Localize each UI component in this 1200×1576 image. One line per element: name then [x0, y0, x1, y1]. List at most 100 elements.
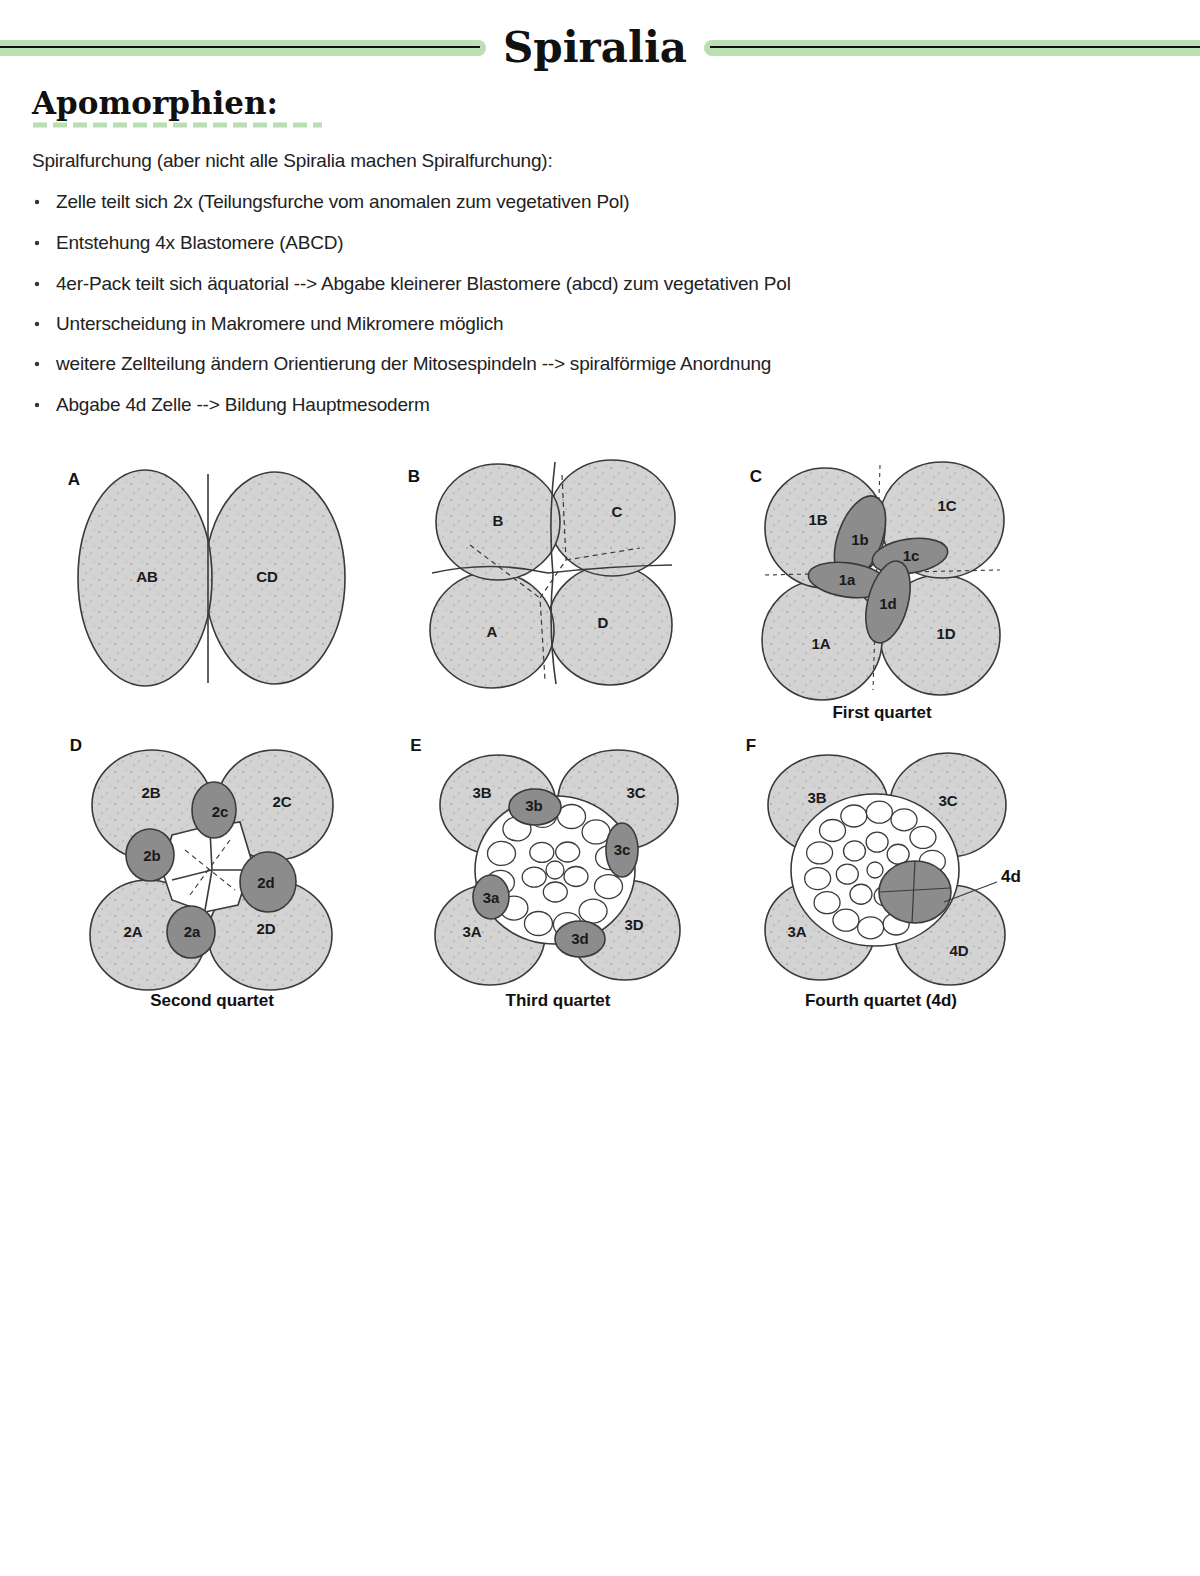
cell-name: 3a — [483, 890, 500, 907]
panel-letter: C — [750, 467, 762, 487]
cell-name: 3b — [525, 798, 543, 815]
cell-name: C — [612, 504, 623, 521]
cell-name: 1d — [879, 596, 897, 613]
cell-label-box: 2A — [121, 923, 144, 942]
cell-name: 1a — [839, 572, 856, 589]
cell-label-box: B — [491, 512, 506, 531]
panel-letter: F — [746, 736, 756, 756]
cell-name: D — [598, 615, 609, 632]
cell-name: 3B — [472, 785, 491, 802]
cell-name: 3C — [938, 793, 957, 810]
bullet-text: Abgabe 4d Zelle --> Bildung Hauptmesoder… — [56, 394, 430, 417]
cell-name: 1B — [808, 512, 827, 529]
cell-label-box: 1a — [837, 571, 858, 590]
bullet-text: 4er-Pack teilt sich äquatorial --> Abgab… — [56, 273, 791, 296]
cell-name: 2d — [257, 875, 275, 892]
small-cell — [843, 841, 865, 861]
note-text: Spiralfurchung (aber nicht alle Spiralia… — [32, 150, 553, 173]
cell-name: B — [493, 513, 504, 530]
small-cell — [866, 832, 888, 852]
page-title: Spiralia — [503, 25, 687, 71]
small-cell — [891, 809, 917, 831]
cell-name: 1c — [903, 548, 920, 565]
cell-label-box: 3d — [569, 930, 591, 949]
cell-label-box: 1C — [935, 497, 958, 516]
cell-name: 2B — [141, 785, 160, 802]
small-cell — [488, 841, 516, 865]
small-cell — [814, 892, 840, 914]
cell-label-box: 1c — [901, 547, 922, 566]
cell-label-box: 2d — [255, 874, 277, 893]
small-cell — [833, 909, 859, 931]
small-cell — [582, 820, 610, 844]
small-cell — [836, 864, 858, 884]
bullet-text: Entstehung 4x Blastomere (ABCD) — [56, 232, 343, 255]
bullet-text: Zelle teilt sich 2x (Teilungsfurche vom … — [56, 191, 629, 214]
cell-name: 3A — [787, 924, 806, 941]
small-cell — [594, 875, 622, 899]
small-cell — [805, 868, 831, 890]
small-cell — [556, 842, 580, 862]
cell-label-box: 3c — [612, 841, 633, 860]
small-cell — [524, 911, 552, 935]
cell-label-box: 3C — [624, 784, 647, 803]
cell-label-box: A — [485, 623, 500, 642]
cell-name: 3A — [462, 924, 481, 941]
cell-label-box: 1b — [849, 531, 871, 550]
cell-label-box: 4D — [947, 942, 970, 961]
cell-label-box: 3b — [523, 797, 545, 816]
cell-name: 3C — [626, 785, 645, 802]
cell-label-box: 3a — [481, 889, 502, 908]
cell-name: AB — [136, 569, 158, 586]
cell-name: CD — [256, 569, 278, 586]
cell-name: 2C — [272, 794, 291, 811]
cell-name: 2b — [143, 848, 161, 865]
cell-label-box: 2D — [254, 920, 277, 939]
cell-label-box: AB — [134, 568, 160, 587]
cell-label-box: 3A — [460, 923, 483, 942]
small-cell — [910, 826, 936, 848]
small-cell — [530, 842, 554, 862]
panel-letter: A — [68, 470, 80, 490]
cell-label-box: 1B — [806, 511, 829, 530]
cell-name: 3D — [624, 917, 643, 934]
cell-label-box: 2c — [210, 803, 231, 822]
callout-label: 4d — [1001, 867, 1021, 887]
panel-letter: E — [410, 736, 421, 756]
small-cell — [867, 862, 883, 878]
cell-name: 3d — [571, 931, 589, 948]
cell-name: 1C — [937, 498, 956, 515]
small-cell — [564, 867, 588, 887]
cell-label-box: 1A — [809, 635, 832, 654]
cell-name: 1D — [936, 626, 955, 643]
small-cell — [546, 861, 564, 879]
panel-caption: Second quartet — [150, 991, 274, 1011]
cell-label-box: 3C — [936, 792, 959, 811]
small-cell — [807, 842, 833, 864]
small-cell — [522, 867, 546, 887]
cell-label-box: 3D — [622, 916, 645, 935]
cell-name: A — [487, 624, 498, 641]
cell-name: 2D — [256, 921, 275, 938]
bullet-dots — [35, 200, 39, 407]
cell-label-box: 2B — [139, 784, 162, 803]
panel-caption: First quartet — [832, 703, 931, 723]
cell-name: 2a — [184, 924, 201, 941]
cell-label-box: C — [610, 503, 625, 522]
cell-label-box: D — [596, 614, 611, 633]
small-cell — [543, 882, 567, 902]
bullet-text: weitere Zellteilung ändern Orientierung … — [56, 353, 771, 376]
small-cell — [866, 801, 892, 823]
cell-label-box: 2C — [270, 793, 293, 812]
panel-letter: B — [408, 467, 420, 487]
cell-label-box: 3A — [785, 923, 808, 942]
panel-caption: Third quartet — [506, 991, 611, 1011]
small-cell — [841, 805, 867, 827]
cell-name: 3c — [614, 842, 631, 859]
cell-name: 3B — [807, 790, 826, 807]
small-cell — [820, 820, 846, 842]
cell-label-box: 2b — [141, 847, 163, 866]
cell-name: 4D — [949, 943, 968, 960]
cell-label-box: CD — [254, 568, 280, 587]
cell-label-box: 1d — [877, 595, 899, 614]
